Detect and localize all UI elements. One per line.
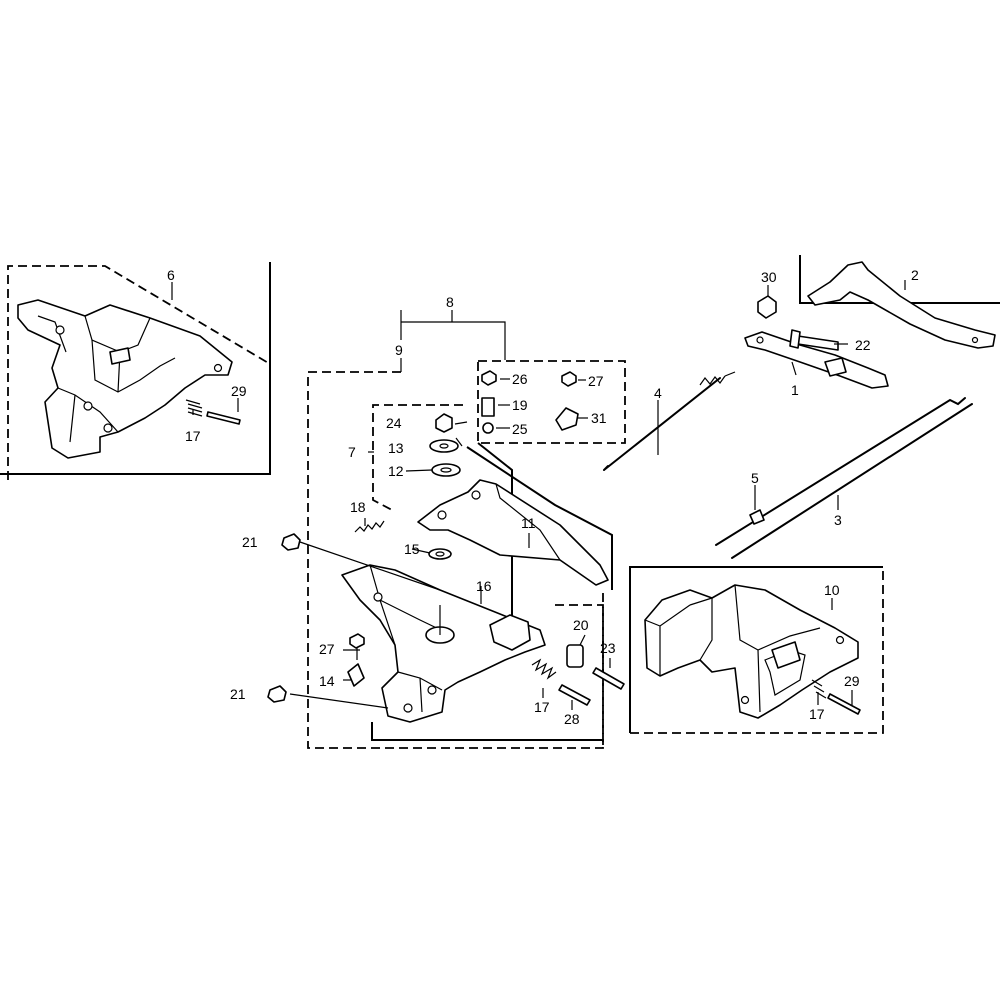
callout-13: 13 — [388, 440, 404, 456]
part-10-cover — [644, 584, 859, 719]
part-6-bracket — [17, 299, 233, 459]
callout-20: 20 — [573, 617, 589, 633]
part-13-washer — [429, 439, 459, 453]
callout-29-right: 29 — [844, 673, 860, 689]
part-15-washer — [428, 548, 452, 560]
leader-lines — [171, 280, 906, 710]
inset-frame-10 — [629, 566, 884, 734]
callout-19: 19 — [512, 397, 528, 413]
callout-6: 6 — [167, 267, 175, 283]
inset-frame-19-31 — [477, 360, 626, 444]
inset-frame-2 — [799, 255, 1000, 304]
callout-3: 3 — [834, 512, 842, 528]
callout-4: 4 — [654, 385, 662, 401]
callout-18: 18 — [350, 499, 366, 515]
callout-24: 24 — [386, 415, 402, 431]
callout-31: 31 — [591, 410, 607, 426]
part-21-bolt-top — [281, 533, 301, 551]
callout-28: 28 — [564, 711, 580, 727]
callout-8: 8 — [446, 294, 454, 310]
callout-1: 1 — [791, 382, 799, 398]
callout-5: 5 — [751, 470, 759, 486]
part-2-arm — [807, 261, 996, 349]
callout-12: 12 — [388, 463, 404, 479]
callout-29: 29 — [231, 383, 247, 399]
part-20-collar — [566, 644, 584, 668]
part-16-bracket — [341, 564, 546, 723]
callout-22: 22 — [855, 337, 871, 353]
callout-17: 17 — [185, 428, 201, 444]
inset-frame-9 — [307, 371, 604, 749]
callout-14: 14 — [319, 673, 335, 689]
callout-27-bottom: 27 — [319, 641, 335, 657]
part-19-fitting — [481, 397, 495, 417]
callout-7: 7 — [348, 444, 356, 460]
callout-21-bottom: 21 — [230, 686, 246, 702]
callout-23: 23 — [600, 640, 616, 656]
callout-25: 25 — [512, 421, 528, 437]
callout-21-top: 21 — [242, 534, 258, 550]
callout-10: 10 — [824, 582, 840, 598]
part-26-screw — [481, 370, 497, 386]
part-18-spring — [354, 520, 385, 533]
callout-16: 16 — [476, 578, 492, 594]
part-22-bolt — [789, 329, 839, 351]
callout-30: 30 — [761, 269, 777, 285]
part-27-screw-top — [561, 371, 577, 387]
callouts: 6 29 17 8 9 7 24 13 12 18 15 21 16 11 26… — [167, 267, 919, 727]
callout-15: 15 — [404, 541, 420, 557]
part-17-spring-left — [185, 399, 203, 417]
inset-frame-6 — [0, 262, 271, 480]
callout-2: 2 — [911, 267, 919, 283]
part-11-lever — [417, 479, 609, 586]
callout-17-center: 17 — [534, 699, 550, 715]
part-21-bolt-bottom — [267, 685, 287, 703]
inset-frame-7 — [372, 404, 463, 511]
part-17-spring-center — [531, 658, 557, 680]
part-31-holder — [555, 407, 579, 431]
part-24-nut — [435, 413, 453, 433]
part-29-bolt-left — [206, 411, 241, 425]
callout-17-right: 17 — [809, 706, 825, 722]
part-25-clip — [482, 422, 494, 434]
callout-9: 9 — [395, 342, 403, 358]
part-4-rod — [603, 371, 736, 471]
part-23-bolt — [592, 667, 625, 690]
part-14-clip — [347, 663, 365, 687]
part-3-rod — [715, 397, 973, 559]
callout-11: 11 — [521, 515, 536, 531]
part-27-screw-bottom — [349, 633, 365, 660]
callout-26: 26 — [512, 371, 528, 387]
callout-27-top: 27 — [588, 373, 604, 389]
inset-frame-11 — [466, 442, 613, 745]
part-12-washer — [431, 463, 461, 477]
part-30-nut — [757, 295, 777, 319]
part-29-bolt-right — [827, 693, 861, 715]
part-28-bolt — [558, 684, 591, 706]
